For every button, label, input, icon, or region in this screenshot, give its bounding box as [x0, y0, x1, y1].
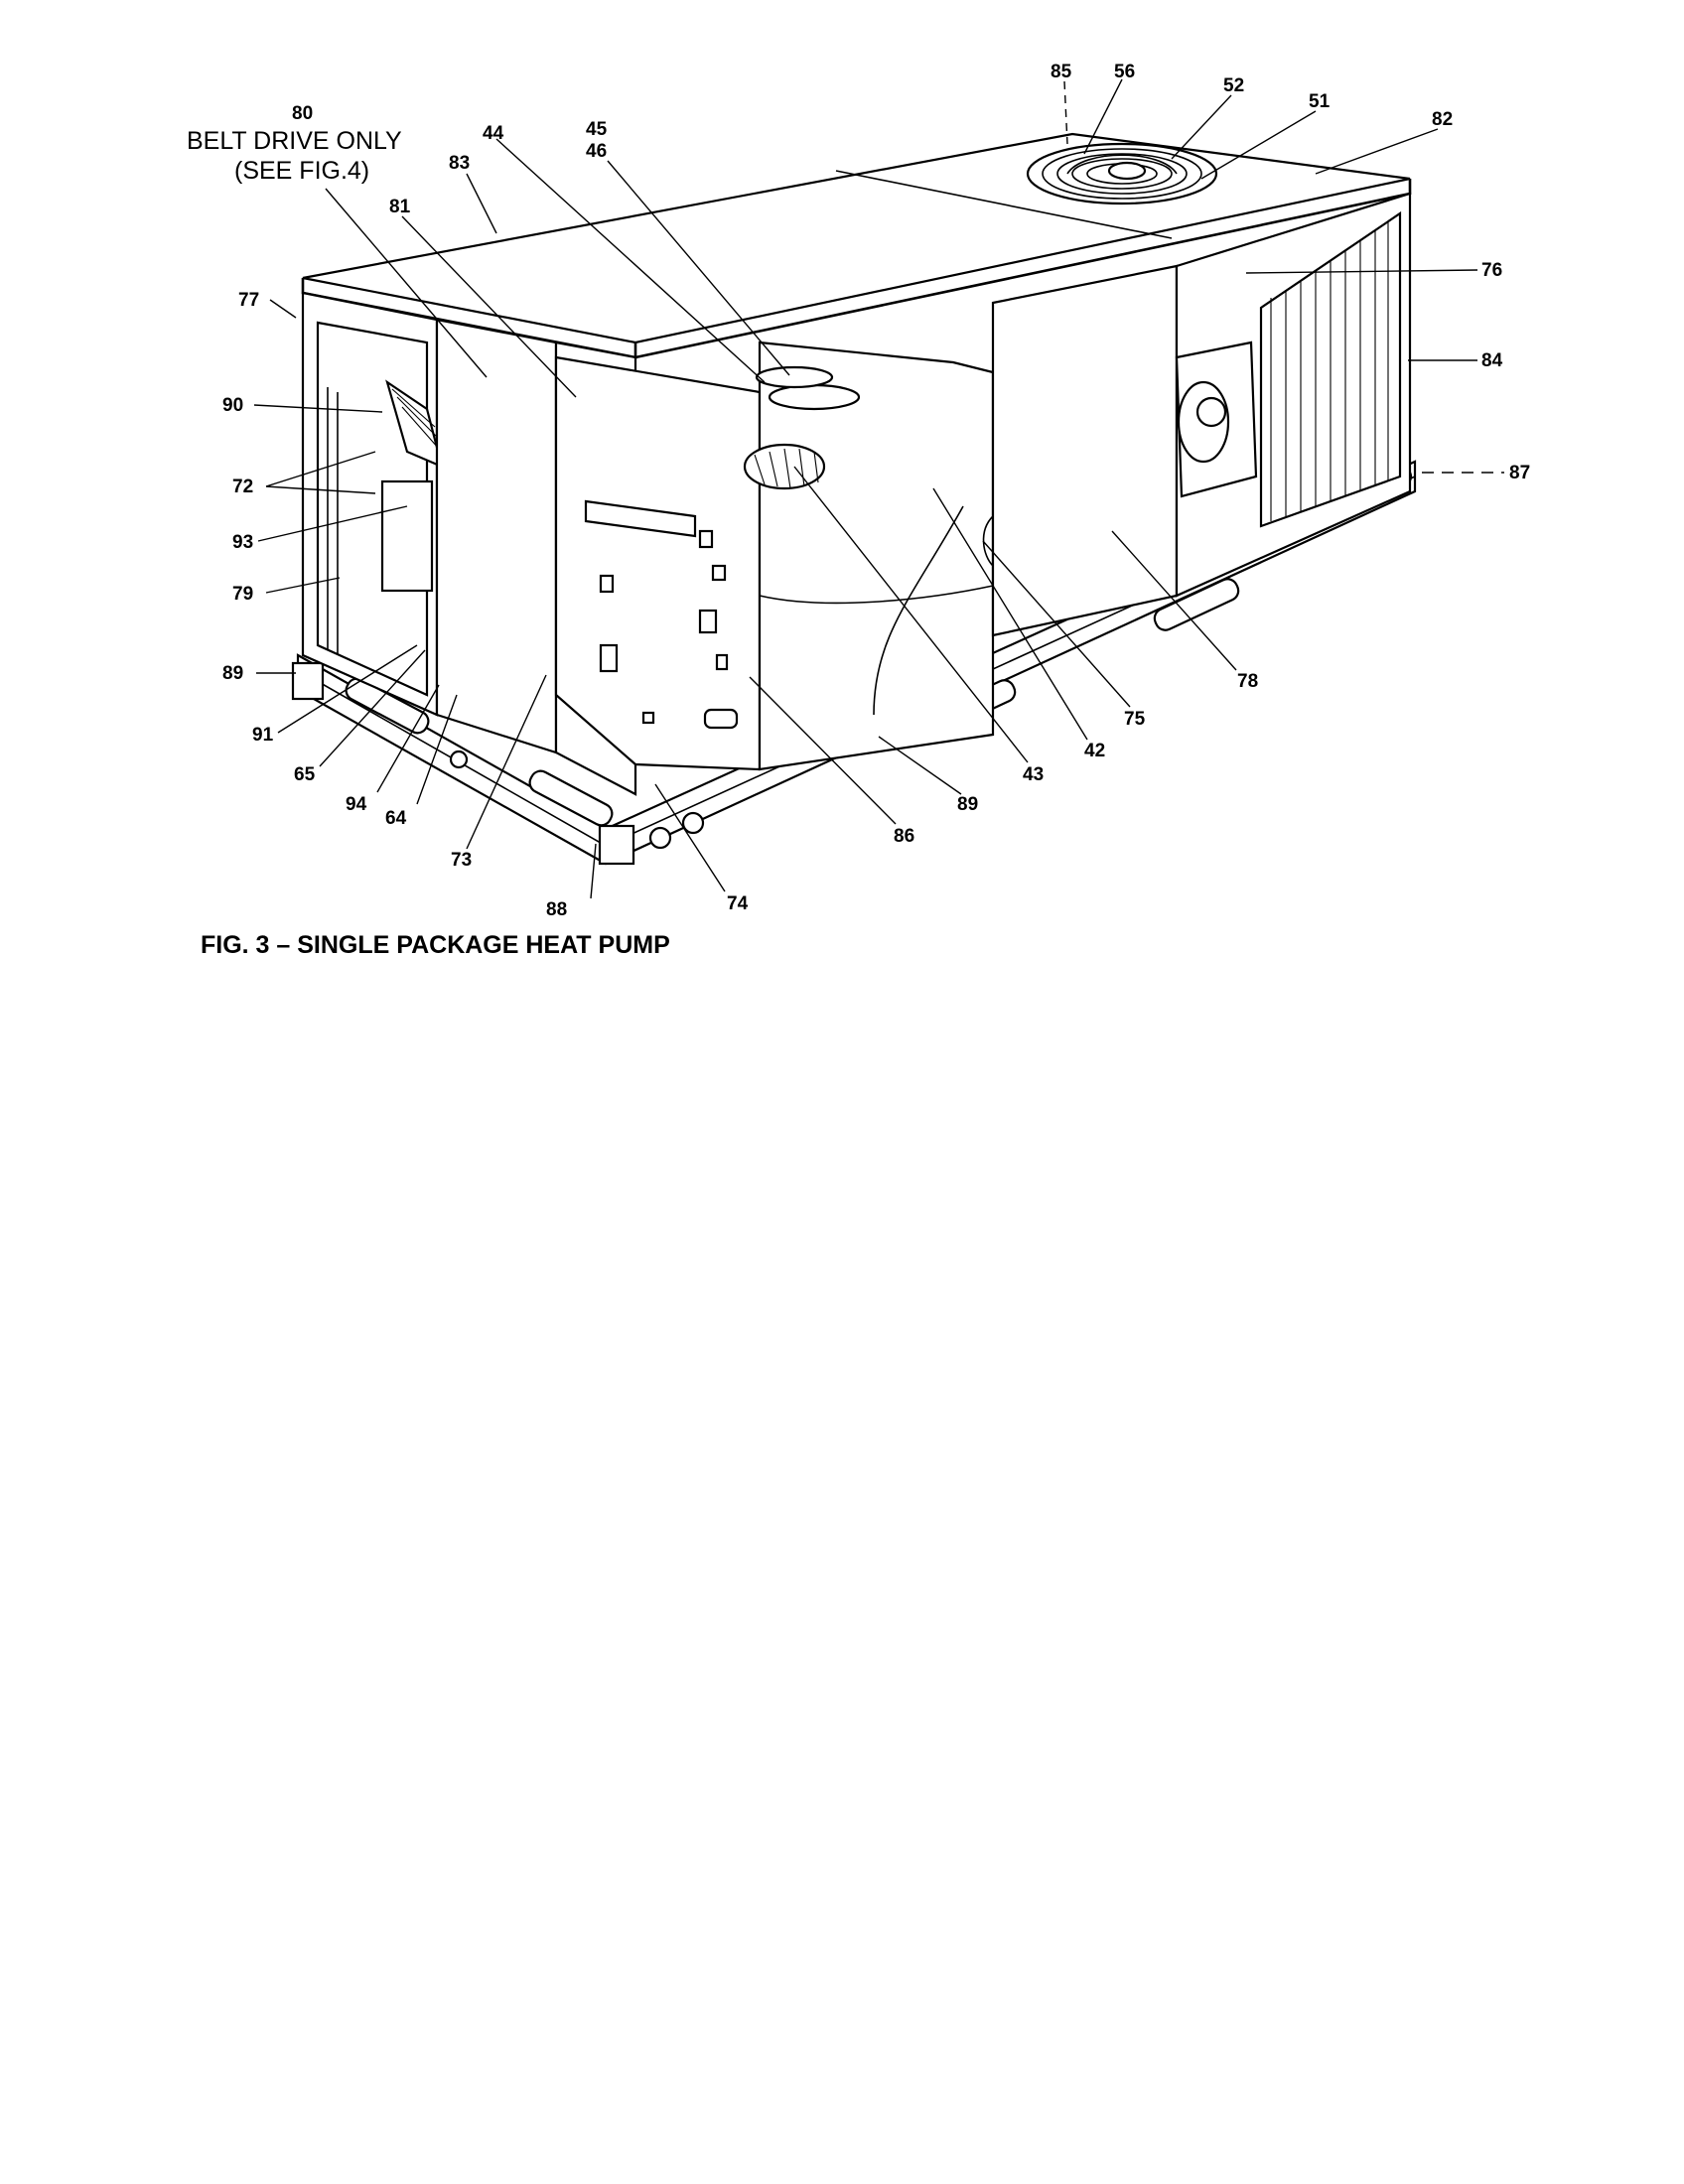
- callout-93: 93: [232, 532, 253, 553]
- callout-76: 76: [1481, 260, 1502, 281]
- callout-64: 64: [385, 808, 407, 829]
- callout-88: 88: [546, 899, 567, 920]
- note-line-1: BELT DRIVE ONLY: [187, 127, 402, 155]
- left-end-frame: [301, 291, 476, 717]
- callout-89-front: 89: [957, 794, 978, 815]
- callout-77: 77: [238, 290, 259, 311]
- callout-82: 82: [1432, 109, 1453, 130]
- callout-79: 79: [232, 584, 253, 605]
- callout-75: 75: [1124, 709, 1146, 730]
- unit-illustration: [291, 132, 1417, 866]
- callout-81: 81: [389, 197, 411, 217]
- callout-85: 85: [1051, 62, 1072, 82]
- belt-drive-note: 80 BELT DRIVE ONLY (SEE FIG.4): [187, 103, 402, 185]
- callout-42: 42: [1084, 741, 1105, 761]
- callout-52: 52: [1223, 75, 1244, 96]
- callout-43: 43: [1023, 764, 1044, 785]
- leader-lines: [253, 78, 1504, 899]
- callout-89-left: 89: [222, 663, 243, 684]
- callout-87: 87: [1509, 463, 1530, 483]
- callout-83: 83: [449, 153, 470, 174]
- callout-74: 74: [727, 893, 749, 914]
- callout-labels: 85 56 52 51 82 44 45 46 83 81 77 76 84 9…: [222, 62, 1530, 920]
- note-line-2: (SEE FIG.4): [234, 157, 369, 185]
- callout-84: 84: [1481, 350, 1503, 371]
- callout-51: 51: [1309, 91, 1331, 112]
- callout-94: 94: [346, 794, 367, 815]
- callout-46: 46: [586, 141, 607, 162]
- front-panels: [435, 264, 1179, 796]
- callout-86: 86: [894, 826, 914, 847]
- figure-caption: FIG. 3 – SINGLE PACKAGE HEAT PUMP: [201, 931, 670, 959]
- callout-72: 72: [232, 477, 253, 497]
- callout-91: 91: [252, 725, 274, 746]
- callout-44: 44: [483, 123, 504, 144]
- note-number: 80: [292, 103, 313, 124]
- callout-73: 73: [451, 850, 472, 871]
- condenser-coil: [1175, 192, 1412, 598]
- callout-56: 56: [1114, 62, 1135, 82]
- callout-45: 45: [586, 119, 608, 140]
- callout-65: 65: [294, 764, 316, 785]
- condenser-fan-grille: [1026, 142, 1218, 205]
- callout-90: 90: [222, 395, 243, 416]
- callout-78: 78: [1237, 671, 1258, 692]
